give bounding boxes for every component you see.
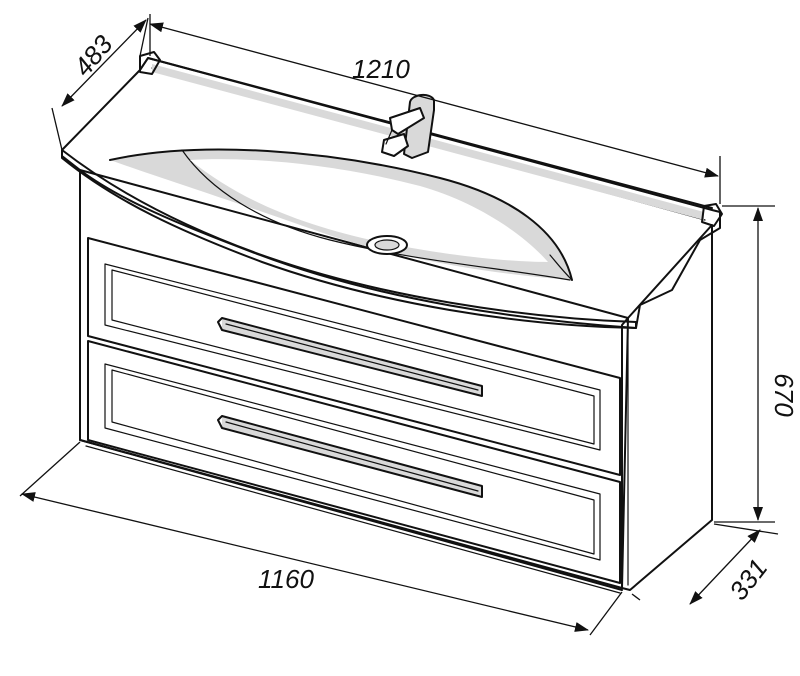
dimension-cabinet-height: 670 — [714, 205, 799, 523]
dimension-basin-width: 1210 — [149, 14, 721, 204]
dimension-cabinet-width: 1160 — [19, 441, 623, 636]
dimension-basin-depth: 483 — [51, 17, 149, 151]
dimension-cabinet-depth: 331 — [631, 523, 779, 606]
dimension-basin-depth-label: 483 — [68, 29, 119, 82]
drawer-bottom-handle[interactable] — [217, 415, 483, 498]
faucet-icon — [381, 94, 435, 159]
dimension-cabinet-width-label: 1160 — [258, 564, 314, 594]
dimension-cabinet-height-label: 670 — [769, 373, 799, 417]
dimension-basin-width-label: 1210 — [352, 54, 410, 84]
drawer-top-handle[interactable] — [217, 317, 483, 397]
drain-icon — [366, 235, 408, 255]
